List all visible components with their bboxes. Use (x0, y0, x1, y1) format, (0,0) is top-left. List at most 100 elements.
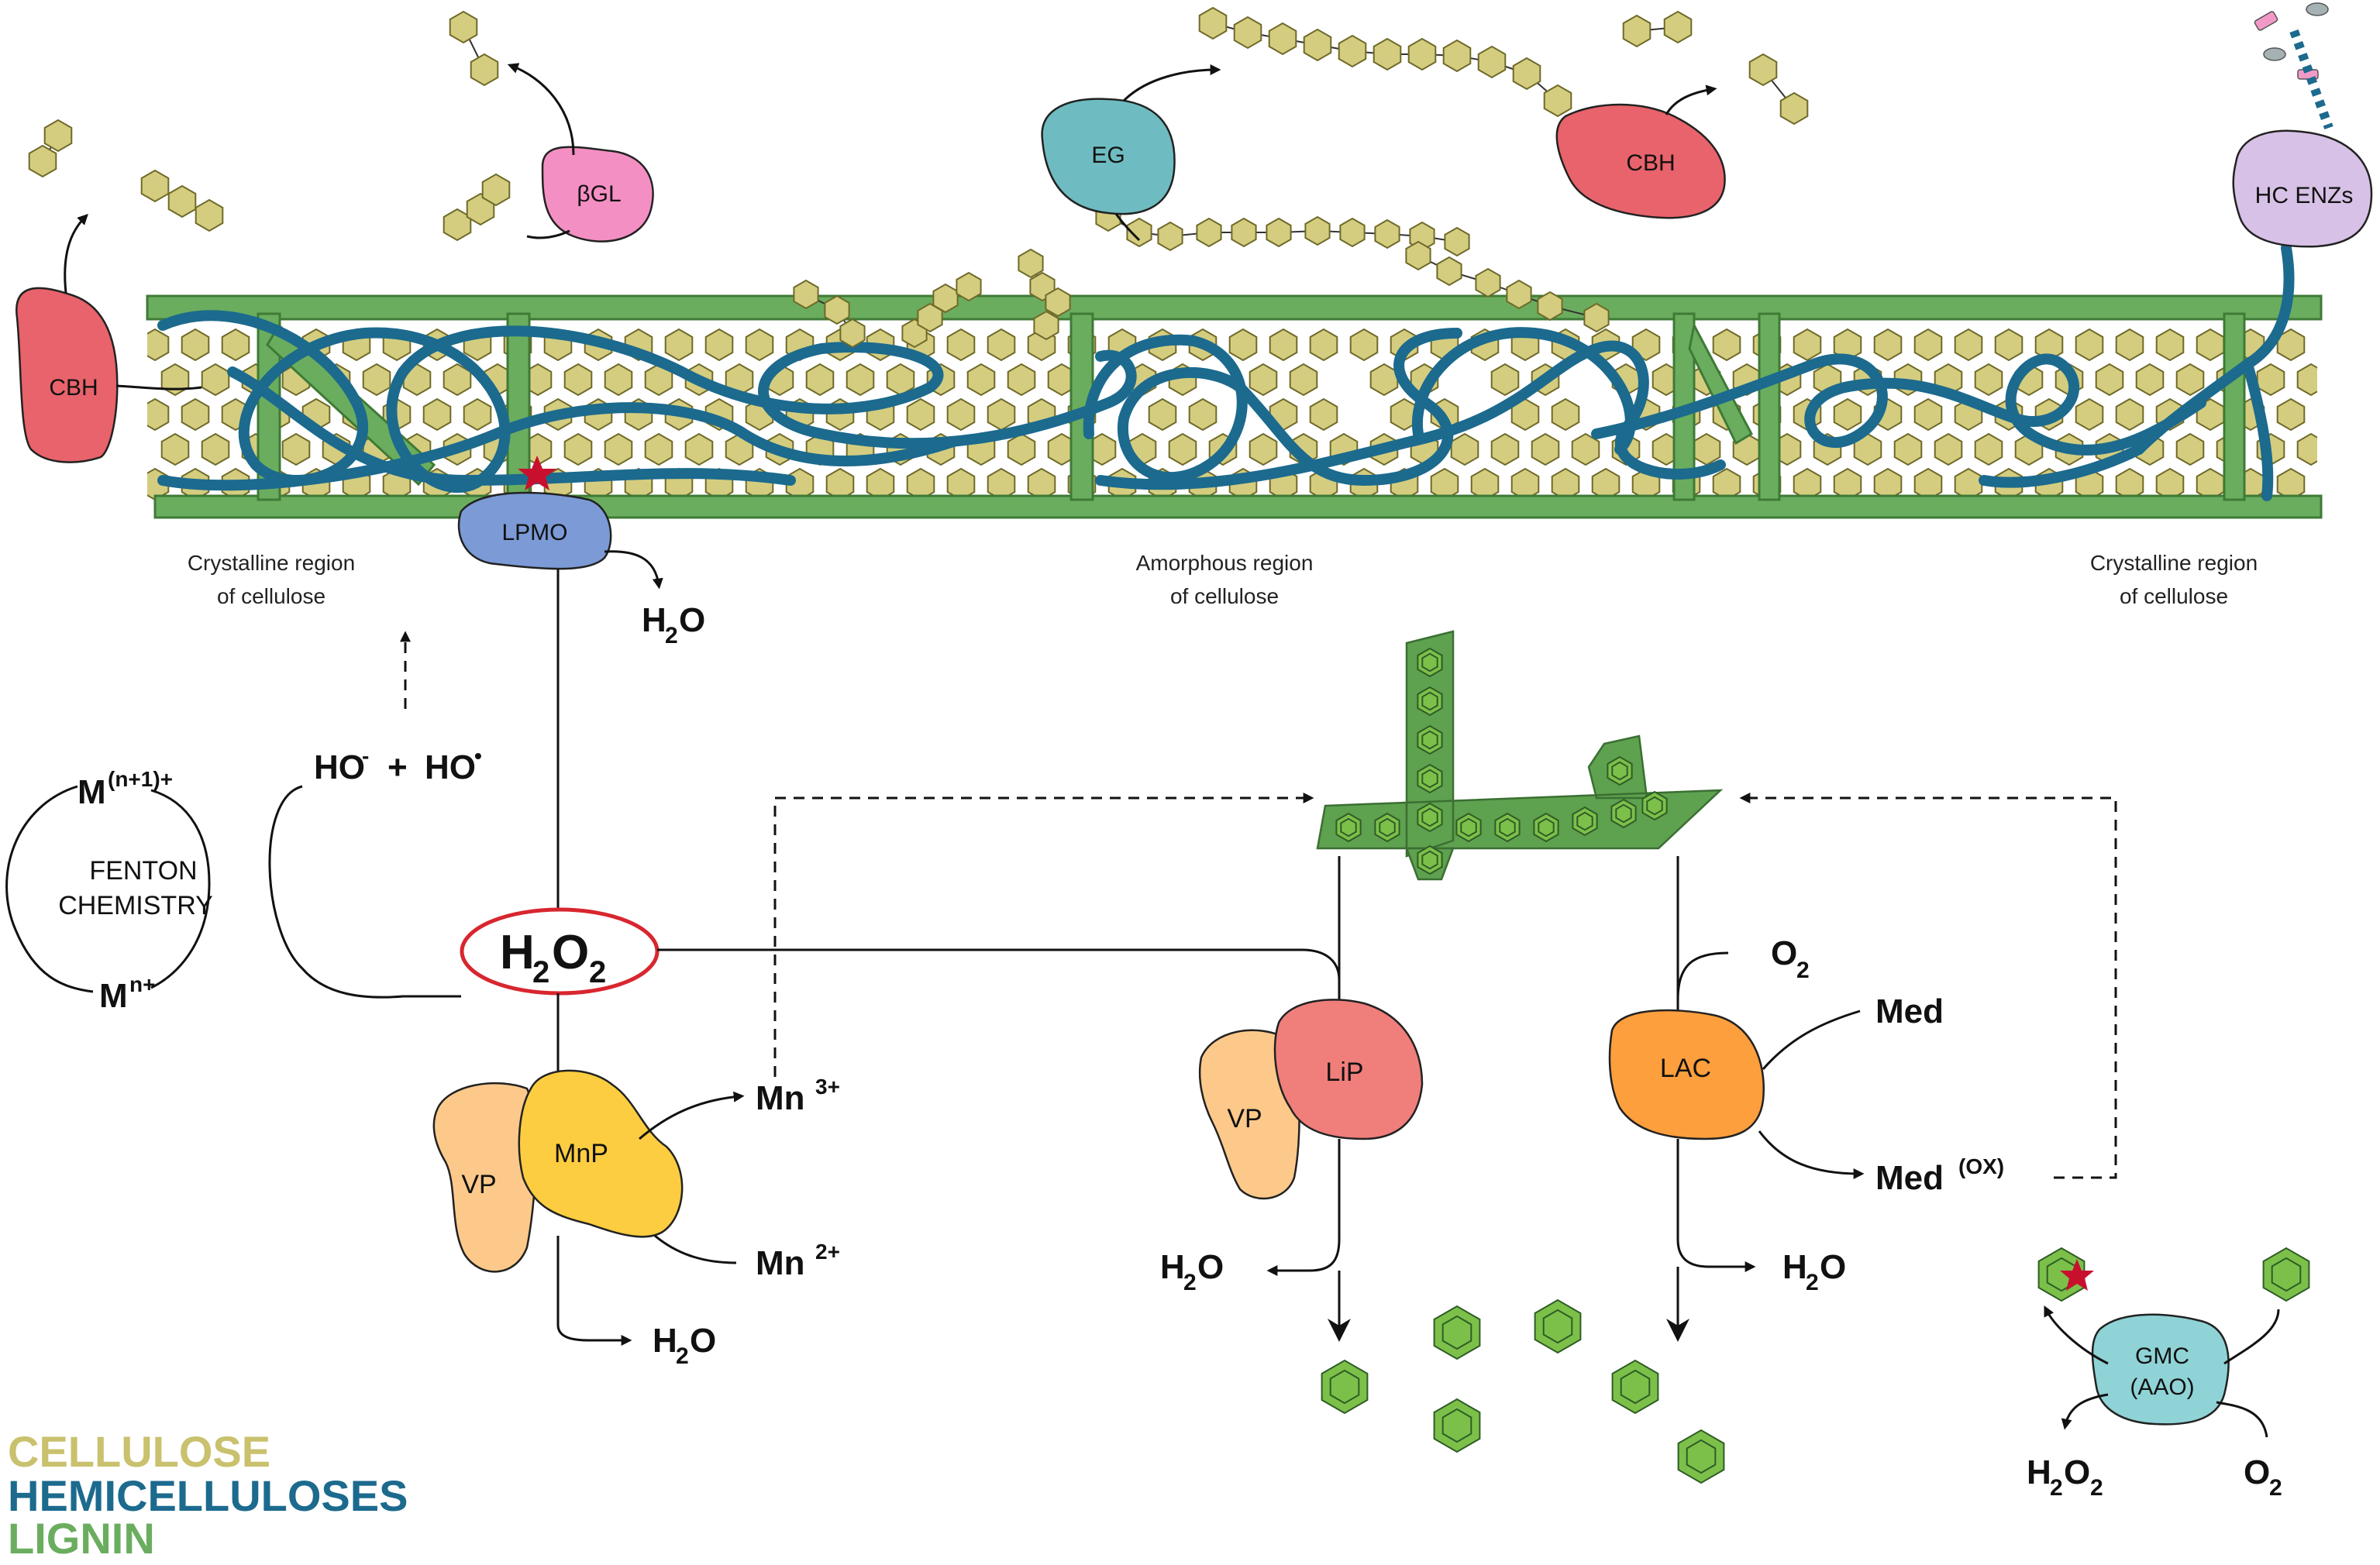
mnp-label: MnP (554, 1139, 608, 1168)
glucose-unit (1622, 14, 1652, 48)
lignin-aromatic-ring-inner-ring (1611, 761, 1628, 781)
lignin-aromatic-ring (1417, 802, 1443, 833)
h2o2-h: H (500, 926, 535, 979)
mnp-water-h: H (653, 1322, 677, 1360)
aromatic-product-ring-inner-ring (1620, 1369, 1651, 1405)
glucose-unit (2095, 363, 2124, 397)
glucose-unit (1338, 34, 1367, 68)
lpmo-water-arrow (604, 550, 663, 590)
metal-reduced: M (99, 977, 128, 1015)
gmc-product-arrow (2044, 1305, 2109, 1365)
glucose-unit (2115, 397, 2144, 432)
glucose-unit (147, 328, 170, 362)
glucose-unit (1373, 37, 1402, 71)
lignin-aromatic-ring (1455, 812, 1482, 843)
hc-enzymes: HC ENZs (2232, 129, 2373, 248)
eg-enzyme: EG (1041, 98, 1176, 215)
mn3-product-arrow (639, 1091, 745, 1140)
mediator-oxidized-sup: (OX) (1958, 1154, 2004, 1178)
aromatic-product-ring-inner-ring (1329, 1369, 1360, 1405)
aromatic-product-ring (1321, 1359, 1369, 1415)
glucose-unit (2296, 363, 2317, 397)
aao-radical-star-icon (2060, 1259, 2094, 1291)
glucose-unit (1198, 6, 1228, 40)
glucose-unit (1631, 328, 1661, 362)
gmc-h2o2-o: O (2064, 1453, 2090, 1491)
glucose-unit (1405, 240, 1431, 271)
glucose-unit (704, 328, 734, 362)
mn3-charge: 3+ (815, 1075, 840, 1099)
metal-reduced-charge: n+ (129, 972, 155, 996)
lac-label: LAC (1660, 1054, 1711, 1083)
lac-species: O 2 Med Med (OX) H 2 O (1771, 934, 2004, 1295)
crystalline-right-caption-1: Crystalline region (2090, 551, 2258, 575)
mn3-ion: Mn (756, 1079, 805, 1117)
glucose-unit (1268, 22, 1297, 56)
glucose-unit (2256, 363, 2285, 397)
glucose-unit (805, 363, 835, 397)
lignin-aromatic-ring-inner-ring (1421, 730, 1438, 750)
h2o2-o: O (552, 926, 589, 979)
lip-water-o: O (1197, 1248, 1224, 1286)
region-captions: Crystalline region of cellulose Amorphou… (188, 551, 2258, 608)
glucose-unit (181, 328, 210, 362)
lac-enzyme: LAC (1608, 1009, 1765, 1140)
lignin-aromatic-ring-inner-ring (1421, 691, 1438, 711)
glucose-unit (1543, 84, 1572, 118)
lignin-aromatic-ring (1417, 686, 1443, 717)
amorphous-caption-1: Amorphous region (1136, 551, 1314, 575)
mn2-charge: 2+ (815, 1240, 840, 1264)
glucose-unit (1157, 221, 1183, 252)
mn2-substrate-line (654, 1234, 737, 1264)
glucose-unit (1571, 432, 1600, 466)
aromatic-product-ring (1677, 1429, 1725, 1484)
glucose-unit (1833, 397, 1862, 432)
glucose-unit (1196, 217, 1222, 248)
glucose-unit (932, 283, 959, 314)
glucose-unit (1033, 310, 1059, 341)
hydroxide: HO (314, 748, 365, 786)
h2o2-2a: 2 (532, 955, 549, 989)
glucose-unit (793, 279, 819, 310)
glucose-unit (1148, 397, 1177, 432)
cbh-right-label: CBH (1626, 150, 1675, 176)
glucose-unit (2196, 328, 2225, 362)
cbh-left-label: CBH (49, 375, 98, 401)
aromatic-product-ring (1534, 1298, 1582, 1354)
lignin-aromatic-ring (1494, 812, 1521, 843)
cbh-left-enzyme: CBH (15, 287, 119, 463)
h2o2-to-lip-line (657, 948, 1341, 981)
h2o2-node: H 2 O 2 (460, 907, 660, 996)
mnp-species: Mn 3+ Mn 2+ H 2 O (653, 1075, 840, 1369)
glucose-unit (201, 363, 230, 397)
mediator-oxidized-arrow (1758, 1130, 1865, 1179)
glucose-unit (1168, 432, 1197, 466)
cbh-right-enzyme: CBH (1555, 103, 1726, 219)
glucose-unit (563, 363, 593, 397)
glucose-unit (1228, 328, 1258, 362)
glucose-unit (946, 397, 976, 432)
glucose-unit (2175, 363, 2205, 397)
legend-lignin: LIGNIN (8, 1514, 155, 1561)
glucose-unit (28, 144, 57, 178)
glucose-unit (604, 363, 633, 397)
lpmo-label: LPMO (501, 520, 567, 545)
eg-binding-line (1114, 213, 1141, 242)
oxygen-sub: 2 (1796, 958, 1810, 983)
bgl-product-arrow (507, 63, 575, 156)
glucose-unit (1954, 328, 1983, 362)
glucose-unit (181, 397, 210, 432)
cbh-left-binding-line (115, 384, 202, 390)
glucose-unit (906, 397, 935, 432)
cellulose-microfibril (146, 242, 2323, 519)
water-2: 2 (665, 623, 678, 648)
aromatic-product-ring-inner-ring (1441, 1408, 1472, 1443)
mn2-ion: Mn (756, 1244, 805, 1282)
glucose-unit (2075, 397, 2104, 432)
glucose-unit (1893, 432, 1923, 466)
aromatic-product-ring-inner-ring (1542, 1309, 1573, 1344)
aromatic-product-ring (1433, 1398, 1481, 1453)
eg-label: EG (1091, 143, 1125, 168)
lignin-polymer (1316, 630, 1724, 881)
glucose-unit (966, 363, 996, 397)
